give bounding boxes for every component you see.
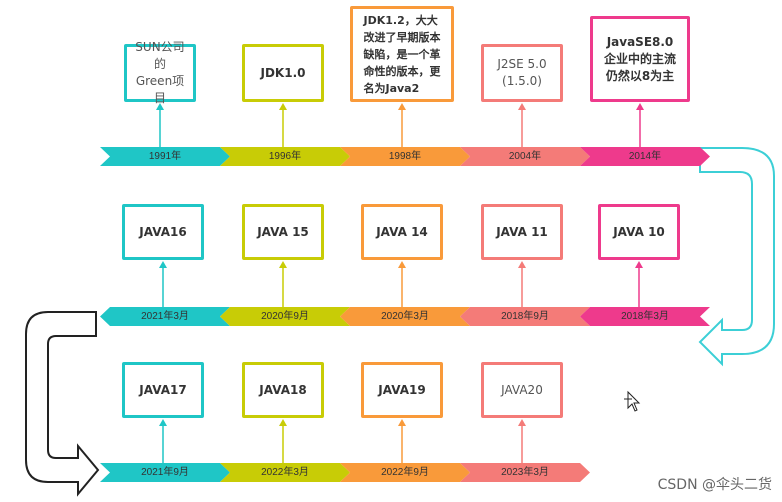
arrowhead-icon [398,419,406,426]
date-label: 1991年 [148,151,182,162]
arrowhead-icon [279,261,287,268]
milestone-box: JDK1.0 [242,44,324,102]
arrowhead-icon [636,103,644,110]
milestone-box: JAVA18 [242,362,324,418]
date-label: 2023年3月 [501,467,549,478]
move-cursor-icon [624,390,641,412]
milestone-box: JAVA19 [361,362,443,418]
date-label: 2004年 [508,151,542,162]
timeline-segment [460,147,590,166]
timeline-segment [340,147,470,166]
timeline-segment [580,307,710,326]
timeline-segment [340,307,470,326]
row-connector-right [698,147,775,367]
date-label: 2021年9月 [141,467,189,478]
milestone-box: JAVA16 [122,204,204,260]
date-label: 2021年3月 [141,311,189,322]
timeline-segment [460,463,590,482]
milestone-box: JAVA 15 [242,204,324,260]
date-label: 2020年9月 [261,311,309,322]
milestone-box: JavaSE8.0 企业中的主流 仍然以8为主 [590,16,690,102]
milestone-box: JAVA17 [122,362,204,418]
milestone-box: JAVA 11 [481,204,563,260]
milestone-box: JAVA 14 [361,204,443,260]
milestone-box: JAVA20 [481,362,563,418]
arrowhead-icon [159,419,167,426]
arrowhead-icon [398,261,406,268]
arrowhead-icon [518,261,526,268]
timeline-segment [580,147,710,166]
date-label: 2014年 [628,151,662,162]
date-label: 2022年3月 [261,467,309,478]
milestone-box: JAVA 10 [598,204,680,260]
date-label: 1998年 [388,151,422,162]
csdn-watermark: CSDN @伞头二货 [657,477,772,493]
row-connector-left [25,311,100,497]
timeline-segment [100,147,230,166]
milestone-box: JDK1.2，大大 改进了早期版本 缺陷，是一个革 命性的版本，更 名为Java… [350,6,454,102]
date-label: 2020年3月 [381,311,429,322]
date-label: 2022年9月 [381,467,429,478]
timeline-segment [220,147,350,166]
arrowhead-icon [156,103,164,110]
milestone-box: SUN公司的 Green项目 [124,40,196,105]
timeline-segment [100,307,230,326]
arrowhead-icon [518,419,526,426]
date-label: 1996年 [268,151,302,162]
arrowhead-icon [159,261,167,268]
timeline-segment [460,307,590,326]
timeline-segment [100,463,230,482]
milestone-box: J2SE 5.0 (1.5.0) [481,44,563,102]
arrowhead-icon [518,103,526,110]
date-label: 2018年9月 [501,311,549,322]
timeline-segment [220,307,350,326]
arrowhead-icon [398,103,406,110]
date-label: 2018年3月 [621,311,669,322]
arrowhead-icon [279,419,287,426]
timeline-segment [340,463,470,482]
timeline-segment [220,463,350,482]
arrowhead-icon [279,103,287,110]
arrowhead-icon [635,261,643,268]
